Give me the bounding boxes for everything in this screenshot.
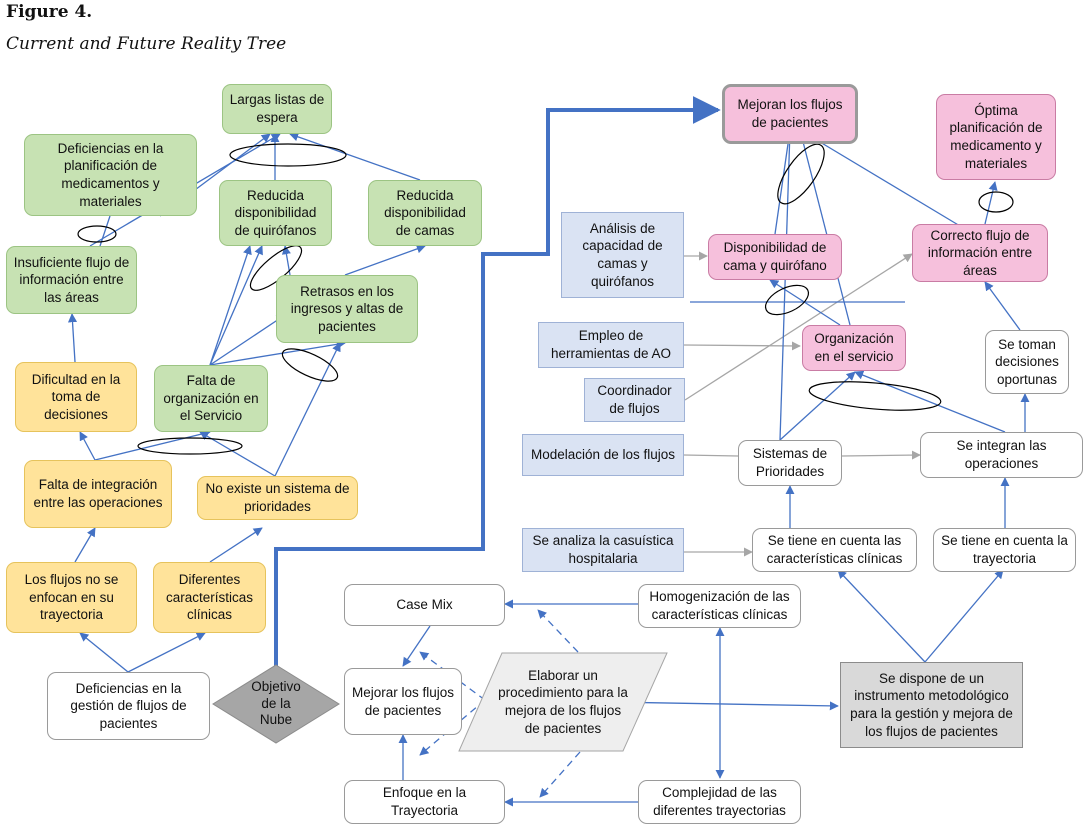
node-se-tiene-trayectoria: Se tiene en cuenta la trayectoria [933,528,1076,572]
arrow [209,314,286,366]
and-connector [77,225,117,243]
arrow [402,625,431,667]
and-connector [764,284,810,316]
and-connector [978,191,1014,213]
arrow [74,527,96,563]
arrow [779,129,795,441]
node-mejorar-flujos: Mejorar los flujos de pacientes [344,668,462,735]
arrow [209,245,252,366]
node-falta-organizacion: Falta de organización en el Servicio [154,365,268,432]
node-correcto-flujo: Correcto flujo de información entre área… [912,224,1048,282]
arrow [854,370,1006,433]
node-case-mix: Case Mix [344,584,505,626]
parallelogram-shape [458,652,668,752]
figure-title: Current and Future Reality Tree [6,34,287,54]
node-se-integran: Se integran las operaciones [920,432,1083,478]
node-elaborar-procedimiento: Elaborar un procedimiento para la mejora… [458,652,668,752]
arrow [779,371,856,441]
arrow [274,342,341,477]
node-mejoran-flujos: Mejoran los flujos de pacientes [722,84,858,144]
arrow [774,129,794,235]
figure-label: Figure 4. [6,2,93,22]
node-no-existe: No existe un sistema de prioridades [197,476,358,520]
arrow [289,132,421,181]
node-deficiencias-planificacion: Deficiencias en la planificación de medi… [24,134,197,216]
node-modelacion-flujos: Modelación de los flujos [522,434,684,476]
node-complejidad: Complejidad de las diferentes trayectori… [638,780,801,824]
node-optima-planificacion: Óptima planificación de medicamento y ma… [936,94,1056,180]
node-diferentes-caracteristicas: Diferentes características clínicas [153,562,266,633]
node-empleo-herramientas: Empleo de herramientas de AO [538,322,684,368]
node-reducida-quirofanos: Reducida disponibilidad de quirófanos [219,180,332,246]
and-connector [229,143,347,167]
and-connector [808,381,942,411]
arrow [984,181,998,225]
node-dificultad: Dificultad en la toma de decisiones [15,362,137,432]
gray-arrow [683,454,739,457]
arrow [984,281,1021,331]
gray-arrow [684,253,913,401]
arrow [94,429,211,461]
node-se-tiene-caracteristicas: Se tiene en cuenta las características c… [752,528,917,572]
gray-arrow [841,450,921,460]
diamond-shape [212,664,340,744]
arrow [79,431,96,461]
node-insuficiente-flujo: Insuficiente flujo de información entre … [6,246,137,314]
arrow [209,527,263,563]
node-reducida-camas: Reducida disponibilidad de camas [368,180,482,246]
node-sistemas-prioridades: Sistemas de Prioridades [738,440,842,486]
gray-arrow [683,341,801,351]
node-deficiencias-gestion: Deficiencias en la gestión de flujos de … [47,672,210,740]
node-flujos-no-enfocan: Los flujos no se enfocan en su trayector… [6,562,137,633]
arrow [99,215,111,247]
node-se-dispone: Se dispone de un instrumento metodológic… [840,662,1023,748]
node-coordinador-flujos: Coordinador de flujos [584,378,685,422]
arrow [797,129,851,326]
arrow [67,313,78,363]
node-objetivo-nube: Objetivo de la Nube [212,664,340,744]
arrow [127,632,206,673]
node-se-analiza: Se analiza la casuística hospitalaria [522,528,684,572]
and-connector [281,348,339,382]
node-largas-listas: Largas listas de espera [222,84,332,134]
node-se-toman: Se toman decisiones oportunas [985,330,1069,394]
dashed-arrow [537,609,579,653]
node-organizacion-servicio: Organización en el servicio [802,325,906,371]
arrow [209,339,346,366]
arrow [837,569,926,663]
node-analisis-capacidad: Análisis de capacidad de camas y quirófa… [561,212,684,298]
arrow [609,701,839,711]
arrow [344,244,426,276]
arrow [799,129,971,233]
cloud-to-future-arrow [274,96,721,670]
dashed-arrow [539,751,581,798]
node-enfoque-trayectoria: Enfoque en la Trayectoria [344,780,505,824]
node-retrasos: Retrasos en los ingresos y altas de paci… [276,275,418,343]
and-connector [777,143,825,205]
node-falta-integracion: Falta de integración entre las operacion… [24,460,172,528]
arrow [924,569,1004,663]
and-connector [137,437,243,455]
node-homogenizacion: Homogenización de las características cl… [638,584,801,628]
node-disponibilidad-cama: Disponibilidad de cama y quirófano [708,234,842,280]
arrow [79,632,129,673]
arrow [209,245,263,366]
